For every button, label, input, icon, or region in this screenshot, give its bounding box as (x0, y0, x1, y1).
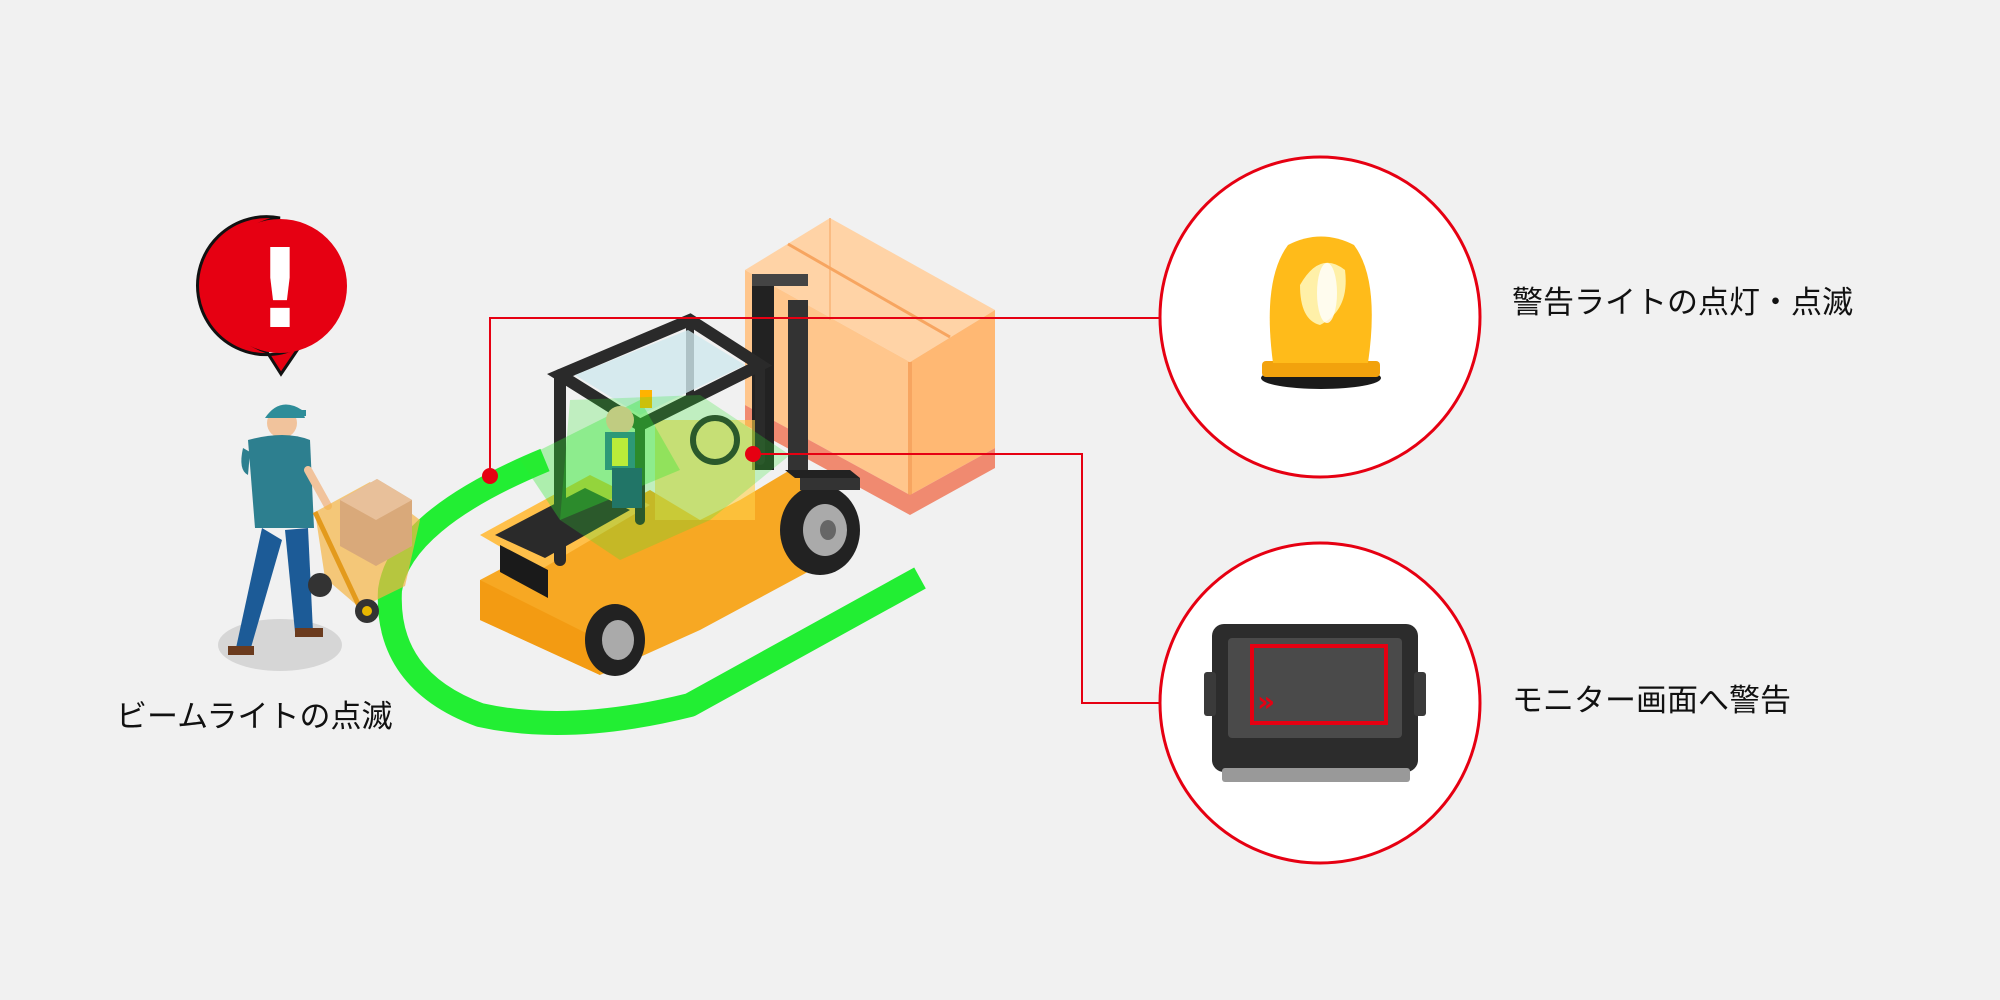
cargo-pallet (745, 218, 995, 515)
forklift-wheels (585, 485, 860, 676)
forklift-driver (605, 390, 652, 508)
alert-bubble: ! (196, 215, 347, 377)
monitor-warning-arrows-icon: » (1257, 685, 1275, 718)
forklift-forks (785, 470, 860, 490)
monitor-sensor-marker (745, 446, 761, 462)
alert-exclamation-icon: ! (255, 225, 305, 353)
pedestrian-worker (218, 404, 342, 671)
cab-detection-overlay (560, 395, 790, 560)
warning-light-label: 警告ライトの点灯・点滅 (1512, 285, 1853, 321)
hand-truck (308, 479, 420, 623)
beam-light-marker (482, 468, 498, 484)
detection-zone-path (377, 448, 926, 735)
rotating-beacon-icon (1261, 236, 1381, 389)
beam-light-label: ビームライトの点滅 (116, 699, 393, 735)
vehicle-monitor-icon: » (1204, 624, 1426, 782)
beam-light-cone (520, 400, 680, 520)
monitor-warning-label: モニター画面へ警告 (1512, 683, 1791, 719)
callout-lines (489, 317, 1160, 704)
